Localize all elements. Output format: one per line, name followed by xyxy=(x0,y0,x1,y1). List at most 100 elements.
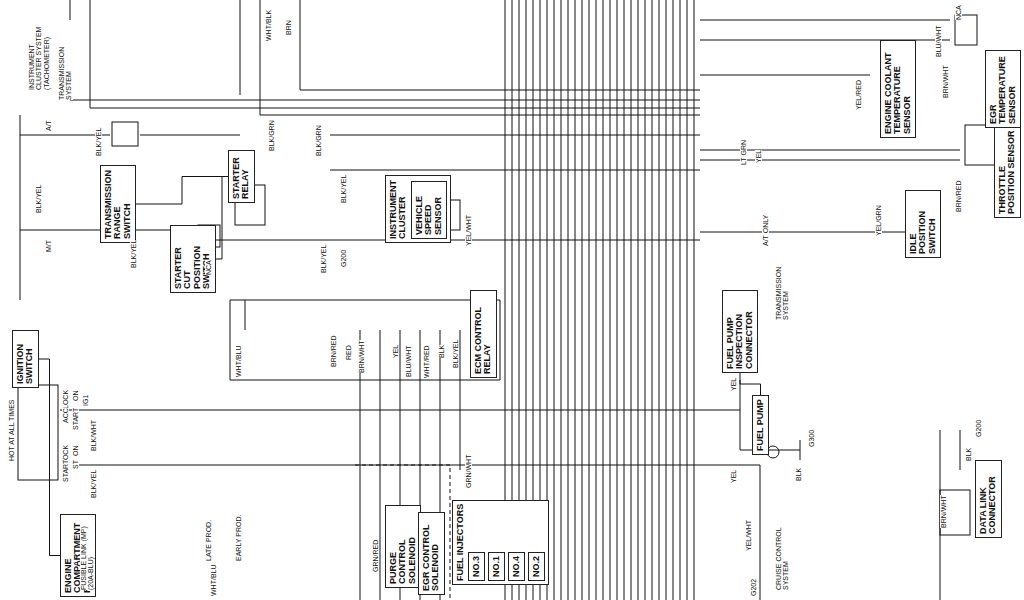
wire-label-wrap: HOT AT ALL TIMES xyxy=(8,400,15,461)
component-box: STARTER CUT POSITION SWITCH xyxy=(170,225,216,293)
wire-label-wrap: LOCK xyxy=(62,390,69,409)
wire-label: BLK/YEL xyxy=(320,245,327,273)
wire-label: BRN/RED xyxy=(955,180,962,212)
component-name: STARTER CUT POSITION SWITCH xyxy=(174,229,212,289)
wire-label-wrap: BRN/WHT xyxy=(942,65,949,98)
wire-label-wrap: YEL xyxy=(392,345,399,358)
wire-label-wrap: BLK/GRN xyxy=(268,120,275,151)
component-box: NO.3 xyxy=(468,552,485,581)
component-name-wrap: STARTER CUT POSITION SWITCH xyxy=(174,229,212,289)
wire-label: ON xyxy=(72,446,79,457)
wire-label: BLK/WHT xyxy=(90,420,97,451)
component-name-wrap: NO.2 xyxy=(532,556,541,577)
wire-label-wrap: ON xyxy=(72,445,79,456)
component-box: ECM CONTROL RELAY xyxy=(470,290,497,378)
wire-label-wrap: START xyxy=(72,408,79,430)
wire-bundle xyxy=(20,0,960,600)
component-name: IDLE POSITION SWITCH xyxy=(909,194,937,254)
wire-label: BRN/WHT xyxy=(358,340,365,373)
wire-label: WHT/BLU xyxy=(210,565,217,597)
wire-label: HOT AT ALL TIMES xyxy=(8,400,15,461)
component-box: PURGE CONTROL SOLENOID xyxy=(385,505,421,588)
wire-label-wrap: WHT/BLU xyxy=(210,564,217,596)
component-name-wrap: IGNITION SWITCH xyxy=(16,334,35,384)
wire-label: BLU/WHT xyxy=(935,26,942,58)
wire-label-wrap: BLK/YEL xyxy=(35,185,42,213)
wire-label: YEL xyxy=(392,345,399,358)
wire-label: YEL xyxy=(755,150,762,163)
wire-label-wrap: BLK/YEL xyxy=(130,240,137,268)
wire-label-wrap: ON xyxy=(72,390,79,401)
wire-label: BLK/YEL xyxy=(130,240,137,268)
component-name-wrap: NO.3 xyxy=(472,556,481,577)
component-name: TRANSMISSION RANGE SWITCH xyxy=(104,169,132,239)
component-name-wrap: FUEL PUMP xyxy=(756,399,765,451)
wire-label-wrap: BRN/WHT xyxy=(940,495,947,528)
wire-label-wrap: IG1 xyxy=(82,395,89,406)
component-name: ENGINE COOLANT TEMPERATURE SENSOR xyxy=(884,44,912,134)
wire-label-wrap: TRANSMISSION SYSTEM xyxy=(775,240,790,320)
component-name-wrap: NO.4 xyxy=(512,556,521,577)
wire-label-wrap: G200 xyxy=(340,250,347,267)
wire-label-wrap: WHT/BLK xyxy=(265,10,272,41)
wire-label: BLK/GRN xyxy=(268,120,275,151)
wire-label: BLK xyxy=(965,448,972,461)
wire-label-wrap: BRN/WHT xyxy=(358,340,365,373)
component-box: THROTTLE POSITION SENSOR xyxy=(994,120,1021,218)
component-name: DATA LINK CONNECTOR xyxy=(979,464,998,534)
wire-label-wrap: YEL/GRN xyxy=(875,205,882,236)
wire-label: A/T ONLY xyxy=(762,215,769,246)
component-name: NO.3 xyxy=(472,556,481,577)
wire-label-wrap: WHT/BLU xyxy=(235,345,242,377)
wire-label-wrap: YEL/RED xyxy=(855,80,862,110)
component-name-wrap: EGR CONTROL SOLENOID xyxy=(422,516,441,591)
component-box: DATA LINK CONNECTOR xyxy=(975,460,1002,538)
wire-label: G202 xyxy=(750,579,757,596)
wire-label-wrap: ACC xyxy=(62,408,69,423)
wire-label: ON xyxy=(72,391,79,402)
wire-label: LOCK xyxy=(62,390,69,409)
wire-label-wrap: CRUISE CONTROL SYSTEM xyxy=(775,520,790,590)
component-name-wrap: VEHICLE SPEED SENSOR xyxy=(415,185,443,235)
component-name: FUEL PUMP xyxy=(756,399,765,451)
wire-label-wrap: BLK/YEL xyxy=(90,470,97,498)
wire-label-wrap: WHT/RED xyxy=(423,345,430,378)
wire-label: BLK/YEL xyxy=(90,470,97,498)
wire-label: WHT/BLU xyxy=(235,346,242,378)
wire-label: WHT/BLK xyxy=(265,10,272,41)
wire-label: BLK/YEL xyxy=(340,175,347,203)
component-box: FUEL PUMP INSPECTION CONNECTOR xyxy=(722,290,758,373)
wire-label-wrap: FUSIBLE LINK (MP) (20A-BLU) xyxy=(80,520,95,590)
wire-label: BRN xyxy=(285,20,292,35)
component-name-wrap: PURGE CONTROL SOLENOID xyxy=(389,509,417,584)
component-name-wrap: FUEL INJECTORS xyxy=(456,504,465,581)
wire-label: BLK/YEL xyxy=(95,128,102,156)
component-name: FUEL INJECTORS xyxy=(456,504,465,581)
wire-label: RED xyxy=(345,345,352,360)
component-name: NO.2 xyxy=(532,556,541,577)
wire-label: ACC xyxy=(62,408,69,423)
component-box: IGNITION SWITCH xyxy=(12,330,39,388)
wire-connector xyxy=(740,373,761,395)
wire-label: START xyxy=(72,408,79,430)
wire-label-wrap: BLK xyxy=(438,345,445,358)
wire-label: WHT/RED xyxy=(423,345,430,378)
wire-label-wrap: BLK/YEL xyxy=(95,128,102,156)
wire-label: G200 xyxy=(340,250,347,267)
wire-label-wrap: YEL xyxy=(730,378,737,391)
wire-connector xyxy=(136,177,228,205)
wire-label-wrap: BLK xyxy=(795,468,802,481)
wire-label-wrap: RED xyxy=(345,345,352,360)
component-name-wrap: ECM CONTROL RELAY xyxy=(474,294,493,374)
wire-label-wrap: GRN/RED xyxy=(372,540,379,572)
wire-label: BRN/WHT xyxy=(942,65,949,98)
wire-label-wrap: BLK/YEL xyxy=(452,340,459,368)
component-name: INSTRUMENT CLUSTER xyxy=(389,179,408,239)
wire-label: G300 xyxy=(808,430,815,447)
wire-label: BLK/YEL xyxy=(452,340,459,368)
wire-label: NCA xyxy=(955,5,962,20)
component-box: EGR TEMPERATURE SENSOR xyxy=(985,50,1021,128)
wire-label: FUSIBLE LINK (MP) (20A-BLU) xyxy=(80,520,95,590)
component-name-wrap: TRANSMISSION RANGE SWITCH xyxy=(104,169,132,239)
